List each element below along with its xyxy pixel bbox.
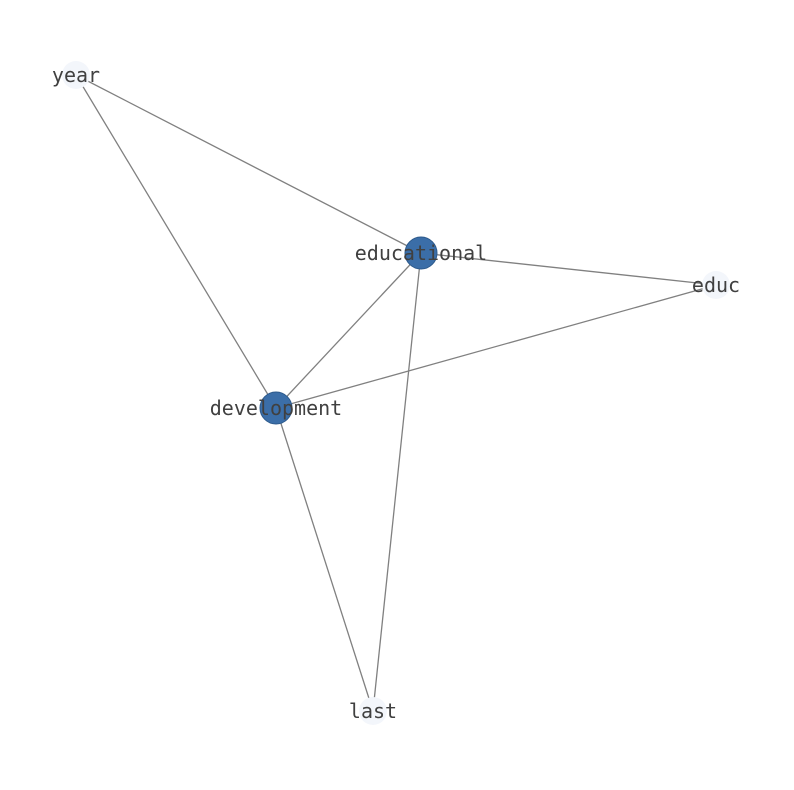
node-educational — [404, 236, 438, 270]
node-last — [359, 697, 387, 725]
edge-development-last — [275, 407, 374, 712]
edges-layer — [75, 74, 717, 712]
nodes-layer — [62, 61, 730, 725]
node-educ — [702, 271, 730, 299]
edge-educational-educ — [420, 252, 717, 286]
edge-educational-development — [275, 252, 422, 409]
labels-layer: year educational educ development last — [52, 63, 740, 723]
node-label-educational: educational — [355, 241, 487, 265]
node-label-last: last — [349, 699, 397, 723]
node-label-development: development — [210, 396, 342, 420]
node-label-educ: educ — [692, 273, 740, 297]
node-label-year: year — [52, 63, 100, 87]
edge-year-educational — [75, 74, 422, 254]
edge-year-development — [75, 74, 277, 409]
edge-development-educ — [275, 284, 717, 409]
node-year — [62, 61, 90, 89]
edge-educational-last — [372, 252, 422, 712]
node-development — [259, 391, 293, 425]
